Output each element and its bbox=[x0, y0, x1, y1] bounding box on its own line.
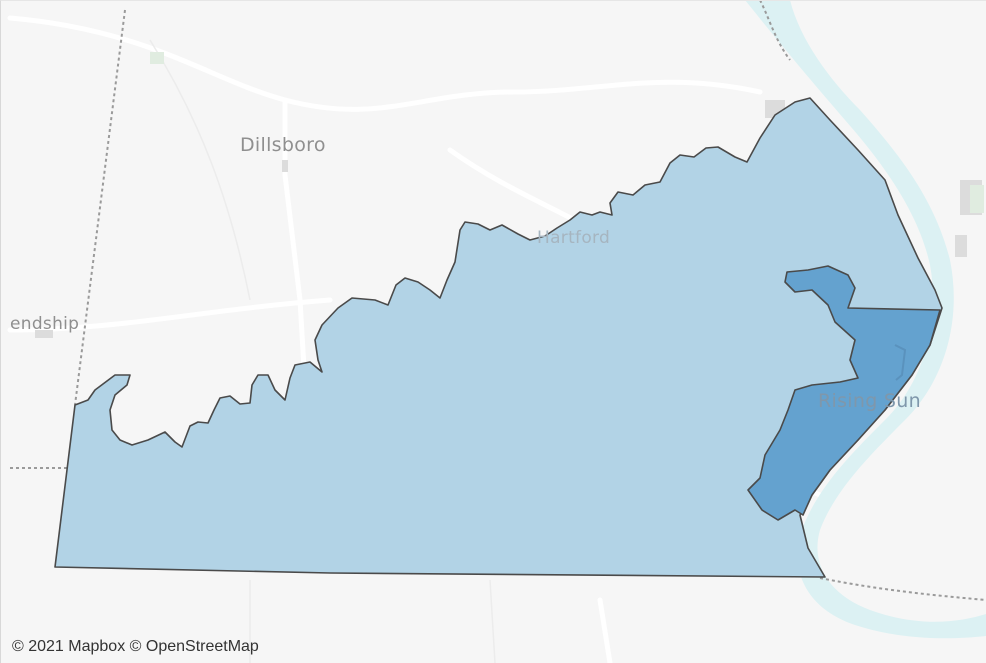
rising-sun-streets bbox=[894, 344, 907, 381]
place-label-hartford: Hartford bbox=[537, 228, 611, 248]
map-attribution[interactable]: © 2021 Mapbox © OpenStreetMap bbox=[12, 638, 259, 655]
place-label-friendship: endship bbox=[10, 314, 80, 334]
place-label-rising-sun: Rising Sun bbox=[818, 390, 921, 412]
green-areas bbox=[150, 52, 984, 213]
boundary-lines bbox=[10, 0, 986, 601]
rising-sun-region[interactable] bbox=[747, 265, 941, 521]
place-label-dillsboro: Dillsboro bbox=[240, 134, 326, 156]
county-region[interactable] bbox=[54, 97, 943, 578]
